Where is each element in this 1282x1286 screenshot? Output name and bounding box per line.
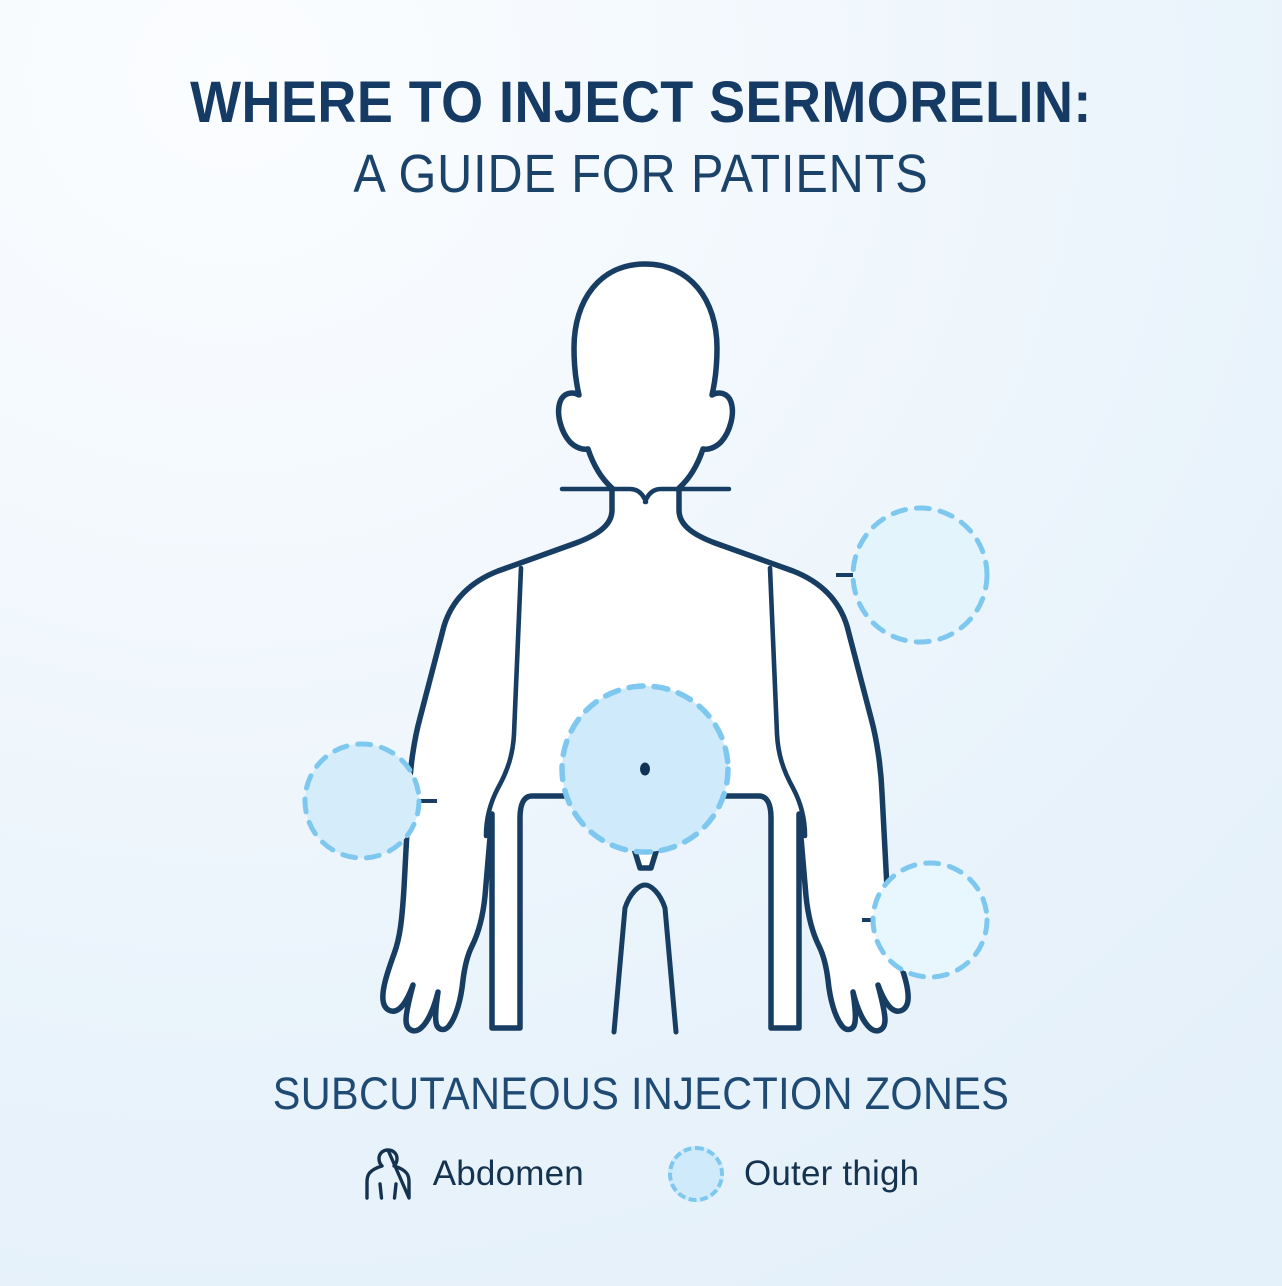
legend-label-outer-thigh: Outer thigh xyxy=(743,1154,920,1193)
navel-center-dot xyxy=(640,762,650,776)
body-outline-path xyxy=(380,261,911,1034)
collarbone-right xyxy=(642,486,732,505)
legend-item-abdomen[interactable]: Abdomen xyxy=(363,1146,584,1202)
torso-person-icon xyxy=(365,1148,411,1200)
human-body-front-outline xyxy=(380,261,911,1035)
page-title: WHERE TO INJECT SERMORELIN: xyxy=(190,70,1092,135)
upper-arm-zone[interactable] xyxy=(850,505,990,645)
inner-arm-line-left xyxy=(483,565,524,839)
footer: SUBCUTANEOUS INJECTION ZONES Abdomen Out… xyxy=(0,1068,1282,1202)
legend-label-abdomen: Abdomen xyxy=(432,1154,584,1193)
zones-heading: SUBCUTANEOUS INJECTION ZONES xyxy=(272,1068,1010,1119)
body-diagram xyxy=(0,248,1282,1058)
legend: Abdomen Outer thigh xyxy=(0,1146,1282,1202)
inner-leg-gap xyxy=(611,882,679,1035)
legend-item-outer-thigh[interactable]: Outer thigh xyxy=(667,1146,920,1202)
injection-zones xyxy=(302,505,990,980)
inner-arm-line-right xyxy=(767,565,808,839)
outer-thigh-zone-left[interactable] xyxy=(302,741,422,861)
header: WHERE TO INJECT SERMORELIN: A GUIDE FOR … xyxy=(0,70,1282,205)
outer-thigh-zone-right[interactable] xyxy=(870,860,990,980)
dashed-circle-swatch-icon xyxy=(667,1146,724,1202)
page-subtitle: A GUIDE FOR PATIENTS xyxy=(353,144,929,204)
